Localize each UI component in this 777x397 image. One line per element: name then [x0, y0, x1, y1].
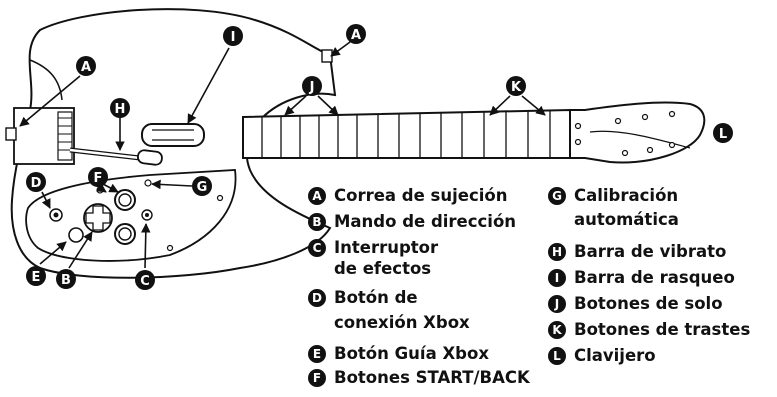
legend-badge-C: C — [308, 239, 326, 257]
callout-F: F — [88, 167, 108, 187]
legend-label-H: Barra de vibrato — [574, 242, 727, 261]
legend-badge-K: K — [548, 321, 566, 339]
callout-K: K — [506, 76, 526, 96]
legend-label-I: Barra de rasqueo — [574, 268, 735, 287]
legend-label-G-line2: automática — [574, 210, 679, 229]
legend-label-J: Botones de solo — [574, 294, 723, 313]
legend-label-A: Correa de sujeción — [334, 186, 508, 205]
whammy-bar — [69, 147, 163, 166]
svg-text:H: H — [115, 102, 126, 117]
headstock — [569, 101, 706, 164]
legend-label-E: Botón Guía Xbox — [334, 344, 489, 363]
legend-label-C-line1: Interruptor — [334, 238, 439, 257]
legend-label-K: Botones de trastes — [574, 320, 751, 339]
legend-label-B: Mando de dirección — [334, 212, 517, 231]
legend-badge-B: B — [308, 213, 326, 231]
svg-text:D: D — [31, 176, 42, 191]
legend-badge-G: G — [548, 187, 566, 205]
svg-text:B: B — [61, 273, 71, 288]
svg-text:L: L — [719, 127, 727, 142]
svg-text:F: F — [94, 171, 103, 186]
legend-badge-L: L — [548, 347, 566, 365]
legend-label-F: Botones START/BACK — [334, 368, 530, 387]
legend-badge-E: E — [308, 345, 326, 363]
legend-badge-H: H — [548, 243, 566, 261]
fretboard — [242, 108, 571, 159]
svg-text:E: E — [32, 270, 41, 285]
svg-text:A: A — [81, 60, 91, 75]
svg-text:C: C — [140, 274, 150, 289]
callout-J: J — [302, 76, 322, 96]
svg-text:K: K — [511, 80, 522, 95]
svg-text:A: A — [351, 28, 361, 43]
legend-badge-F: F — [308, 369, 326, 387]
callout-I: I — [223, 26, 243, 46]
callout-A-2: A — [346, 24, 366, 44]
bridge — [5, 107, 75, 165]
legend-column-2: G Calibración automática H Barra de vibr… — [548, 186, 777, 397]
body-contour — [29, 59, 63, 101]
legend-label-D-line1: Botón de — [334, 288, 418, 307]
svg-text:I: I — [231, 30, 236, 45]
strap-button-top — [321, 49, 333, 63]
callout-D: D — [26, 172, 46, 192]
legend-label-L: Clavijero — [574, 346, 656, 365]
legend-badge-D: D — [308, 289, 326, 307]
callout-B: B — [56, 269, 76, 289]
legend-label-G-line1: Calibración — [574, 186, 679, 205]
strum-bar — [141, 123, 205, 147]
legend-column-1: A Correa de sujeción B Mando de direcció… — [308, 186, 558, 397]
callout-G: G — [192, 176, 212, 196]
legend-label-D-line2: conexión Xbox — [334, 313, 470, 332]
callout-A-1: A — [76, 56, 96, 76]
leader-lines — [19, 41, 546, 269]
svg-text:J: J — [309, 80, 315, 95]
legend-badge-A: A — [308, 187, 326, 205]
legend-badge-J: J — [548, 295, 566, 313]
legend-label-C-line2: de efectos — [334, 259, 432, 278]
svg-text:G: G — [197, 180, 208, 195]
pickguard-controls — [49, 179, 224, 252]
callout-C: C — [135, 270, 155, 290]
callout-L: L — [713, 123, 733, 143]
legend-badge-I: I — [548, 269, 566, 287]
callout-H: H — [110, 98, 130, 118]
callout-E: E — [26, 266, 46, 286]
